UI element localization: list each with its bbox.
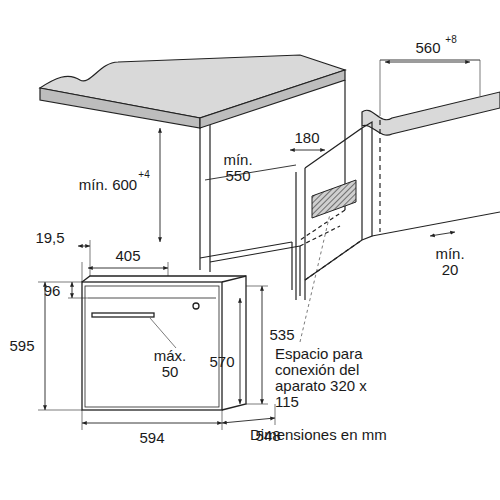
drawing-stroke [296,168,305,300]
dimension-label: 535 [269,327,294,343]
drawing-stroke [362,122,372,240]
extension-lines [38,60,480,430]
dimension-label: +8 [445,35,456,45]
dimension-label: mín. 20 [430,246,470,278]
drawing-stroke [82,282,222,410]
drawing-stroke [385,62,470,63]
dimension-label: mín. 600 [79,177,137,193]
dimension-label: 595 [9,338,34,354]
drawing-stroke [290,150,325,151]
drawing-stroke [240,298,241,404]
drawing-stroke [222,276,246,410]
dimension-label: 180 [294,130,319,146]
drawing-stroke [430,232,455,236]
drawing-stroke [362,92,500,135]
dimension-label: 570 [209,354,234,370]
cabinet-niche [200,80,500,300]
drawing-stroke [82,276,246,282]
drawing-stroke [200,70,345,128]
drawing-stroke [200,258,210,272]
drawing-stroke [40,88,200,128]
dimension-label: 96 [44,283,61,299]
drawing-stroke [72,282,73,298]
drawing-stroke [150,318,176,348]
drawing-stroke [222,418,275,423]
connection-space [312,180,356,218]
drawing-stroke [92,313,154,317]
drawing-stroke [38,60,480,430]
drawing-stroke [200,125,210,262]
dimension-label: mín. 550 [218,152,258,184]
dimension-label: 560 [415,40,440,56]
dimension-label: 405 [115,248,140,264]
dimension-label: 594 [139,430,164,446]
drawing-stroke [88,268,168,269]
drawing-stroke [78,246,90,247]
drawing-stroke [85,286,219,407]
note-text: Espacio para conexión del aparato 320 x … [275,346,375,410]
drawing-stroke [200,242,300,262]
oven [82,276,246,410]
drawing-stroke [372,212,500,236]
dimension-label: +4 [138,170,149,180]
dimension-label: máx. 50 [148,348,193,380]
drawing-stroke [262,286,263,404]
drawing-stroke [45,282,46,410]
note-text: Dimensiones en mm [250,427,387,443]
drawing-stroke [88,298,216,299]
dimension-lines [45,60,480,423]
dimension-label: 19,5 [35,230,64,246]
drawing-stroke [380,60,480,61]
drawing-stroke [379,120,380,232]
drawing-stroke [160,128,161,242]
countertop [40,55,500,135]
drawing-stroke [312,180,356,218]
drawing-stroke [193,303,199,309]
drawing-stroke [82,423,222,424]
drawing-stroke [300,214,330,342]
